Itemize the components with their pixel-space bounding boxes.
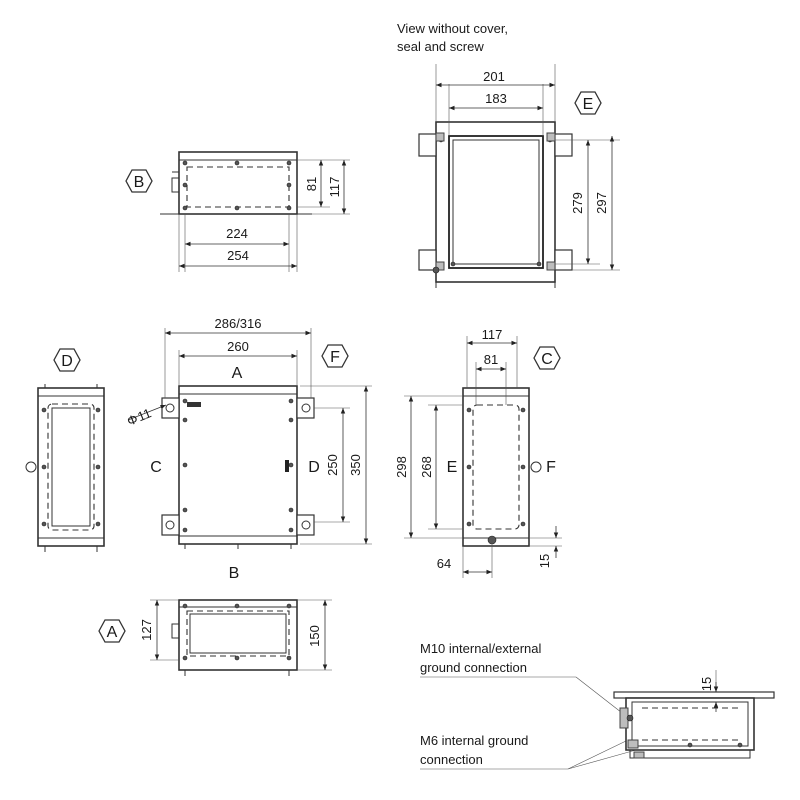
note-m10-line1: M10 internal/external [420, 641, 542, 656]
nameplate-icon [187, 402, 201, 407]
view-a: A 127 150 [98, 599, 332, 676]
view-c-tag-hex [533, 346, 561, 370]
note-m6-line1: M6 internal ground [420, 733, 528, 748]
view-f-tag-hex [321, 344, 349, 368]
ground-detail: M10 internal/external ground connection … [420, 641, 775, 770]
dim-view-b-117: 117 [327, 177, 342, 198]
view-e-tag: E [583, 96, 594, 113]
view-a-tag-hex [98, 619, 126, 643]
front-letter-a: A [232, 365, 243, 382]
view-d-body [37, 387, 105, 547]
note-m6-line2: connection [420, 752, 483, 767]
dim-view-c-117: 117 [482, 327, 503, 342]
view-b-tag-hex [125, 169, 153, 193]
detail-body [625, 697, 755, 751]
front-letter-b: B [229, 565, 240, 582]
note-view-without-cover-line1: View without cover, [397, 21, 508, 36]
side-letter-e: E [447, 459, 458, 476]
view-f-tag: F [330, 349, 340, 366]
dim-view-e-183: 183 [485, 91, 507, 106]
dim-view-c-268: 268 [419, 456, 434, 478]
view-front: F A B C D 286/316 260 Φ 11 [125, 316, 372, 582]
dim-view-e-279: 279 [570, 192, 585, 214]
dim-detail-15: 15 [699, 677, 714, 691]
front-letter-d: D [308, 459, 320, 476]
dim-view-e-297: 297 [594, 192, 609, 214]
dim-view-c-64: 64 [437, 556, 451, 571]
front-body [178, 385, 298, 545]
dim-view-c-298: 298 [394, 456, 409, 478]
dim-view-a-127: 127 [139, 619, 154, 641]
dim-front-260: 260 [227, 339, 249, 354]
note-m10-line2: ground connection [420, 660, 527, 675]
view-e-tag-hex [574, 91, 602, 115]
view-d-tag: D [61, 353, 73, 370]
side-letter-f: F [546, 459, 556, 476]
front-letter-c: C [150, 459, 162, 476]
view-e-body [435, 121, 556, 283]
dim-front-hole-11: 11 [135, 405, 153, 424]
view-e: E 201 183 279 297 [418, 64, 620, 288]
dim-view-a-150: 150 [307, 625, 322, 647]
view-b-tag: B [134, 174, 145, 191]
dim-view-b-254: 254 [227, 248, 249, 263]
dim-view-b-81: 81 [304, 177, 319, 191]
detail-flange [613, 691, 775, 699]
dim-front-250: 250 [325, 454, 340, 476]
view-c-tag: C [541, 351, 553, 368]
note-view-without-cover-line2: seal and screw [397, 39, 484, 54]
view-c-body [462, 387, 530, 547]
dim-front-286-316: 286/316 [215, 316, 262, 331]
view-c: C E F 117 81 298 268 64 [394, 327, 562, 578]
view-d: D [25, 348, 105, 552]
latch-icon [285, 460, 289, 472]
view-a-tag: A [107, 624, 118, 641]
view-b: B 224 254 81 117 [125, 151, 350, 272]
view-d-tag-hex [53, 348, 81, 372]
dim-view-b-224: 224 [226, 226, 248, 241]
dim-view-e-201: 201 [483, 69, 505, 84]
dim-view-c-81: 81 [484, 352, 498, 367]
dim-view-c-15: 15 [537, 554, 552, 568]
dim-front-350: 350 [348, 454, 363, 476]
